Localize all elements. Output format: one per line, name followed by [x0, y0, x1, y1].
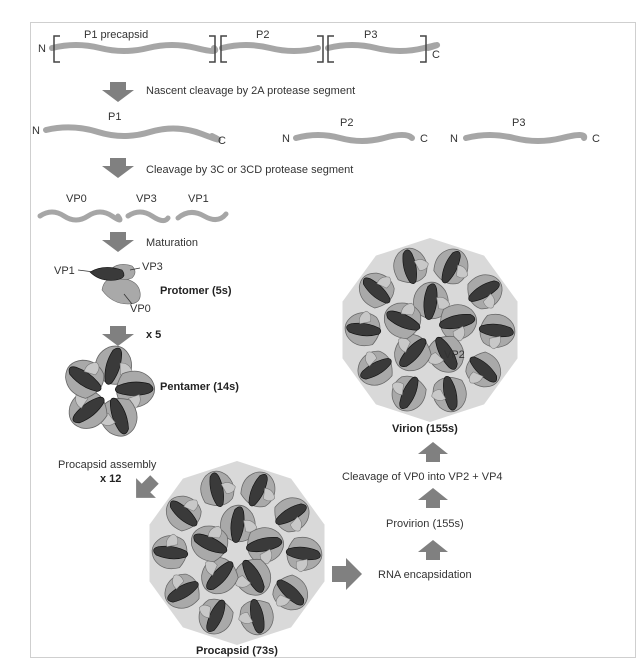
protomer-vp1-subunit — [90, 267, 124, 280]
times-twelve-label: x 12 — [100, 473, 121, 485]
p3-c-label: C — [592, 133, 600, 145]
pentamer-label: Pentamer (14s) — [160, 381, 239, 393]
vp0-label: VP0 — [66, 193, 87, 205]
down-arrow-4 — [102, 326, 134, 346]
procapsid-assembly-label: Procapsid assembly — [58, 459, 157, 471]
vp0-cleavage-label: Cleavage of VP0 into VP2 + VP4 — [342, 471, 503, 483]
rna-encapsidation-label: RNA encapsidation — [378, 569, 472, 581]
n-terminus-label: N — [38, 43, 46, 55]
segments-row: N C P1 N C P2 N C P3 — [32, 111, 600, 147]
vp0-strand — [40, 212, 120, 220]
protomer-vp1-label: VP1 — [54, 265, 75, 277]
maturation-label: Maturation — [146, 237, 198, 249]
virion-label: Virion (155s) — [392, 423, 458, 435]
pentamer-illustration — [59, 343, 157, 443]
p3-segment-label: P3 — [512, 117, 525, 129]
vp2-label: VP2 — [444, 349, 465, 361]
up-arrow-2 — [418, 488, 448, 508]
p2-segment-strand — [296, 135, 412, 141]
down-arrow-1 — [102, 82, 134, 102]
vp3-strand — [128, 212, 168, 221]
cleavage-3c-label: Cleavage by 3C or 3CD protease segment — [146, 164, 353, 176]
vp1-strand — [178, 212, 226, 219]
p2-strand — [222, 45, 318, 51]
p3-label: P3 — [364, 29, 377, 41]
c-terminus-label: C — [432, 49, 440, 61]
protomer-vp3-label: VP3 — [142, 261, 163, 273]
p1-precapsid-label: P1 precapsid — [84, 29, 148, 41]
polyprotein-row: N C P1 precapsid P2 P3 — [38, 29, 440, 62]
p2-n-label: N — [282, 133, 290, 145]
nascent-cleavage-label: Nascent cleavage by 2A protease segment — [146, 85, 355, 97]
p2-label: P2 — [256, 29, 269, 41]
up-arrow-3 — [418, 442, 448, 462]
p2-segment-label: P2 — [340, 117, 353, 129]
p1-precapsid-strand — [52, 45, 215, 51]
p3-n-label: N — [450, 133, 458, 145]
provirion-label: Provirion (155s) — [386, 518, 464, 530]
protomer-illustration: VP1 VP3 VP0 Protomer (5s) — [54, 261, 232, 315]
protomer-vp0-subunit — [102, 278, 140, 304]
procapsid-label: Procapsid (73s) — [196, 645, 278, 657]
protomer-label: Protomer (5s) — [160, 285, 232, 297]
protomer-vp0-label: VP0 — [130, 303, 151, 315]
p1-n-label: N — [32, 125, 40, 137]
p1-segment-label: P1 — [108, 111, 121, 123]
p2-c-label: C — [420, 133, 428, 145]
virion-illustration: VP2 — [343, 238, 518, 422]
right-arrow — [332, 558, 362, 590]
p1-segment-strand — [46, 127, 218, 139]
vp1-label: VP1 — [188, 193, 209, 205]
p3-strand — [328, 45, 437, 51]
diagonal-arrow — [126, 470, 164, 508]
down-arrow-2 — [102, 158, 134, 178]
down-arrow-3 — [102, 232, 134, 252]
vp-row: VP0 VP3 VP1 — [40, 193, 226, 221]
up-arrow-1 — [418, 540, 448, 560]
p1-c-label: C — [218, 135, 226, 147]
procapsid-illustration — [150, 461, 325, 645]
times-five-label: x 5 — [146, 329, 161, 341]
vp3-label: VP3 — [136, 193, 157, 205]
p3-segment-strand — [466, 135, 584, 141]
